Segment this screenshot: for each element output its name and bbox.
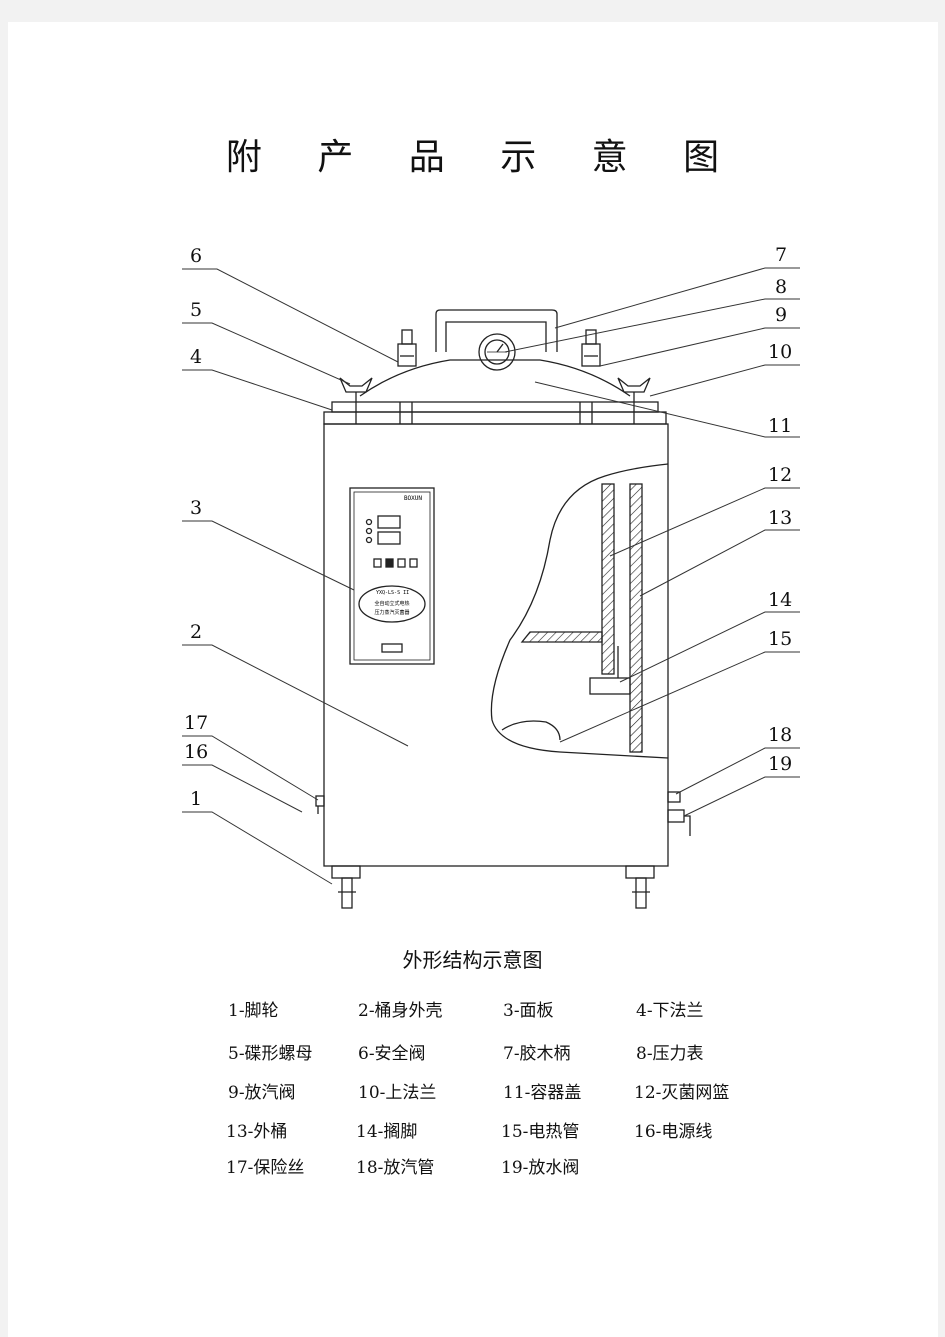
control-panel	[349, 487, 435, 665]
panel-desc-line1: 全自动立式电热	[374, 600, 409, 607]
callout-15: 15	[768, 628, 792, 650]
cutaway-window	[490, 463, 669, 759]
legend-item: 10-上法兰	[358, 1083, 437, 1103]
legend-item: 3-面板	[503, 1001, 554, 1021]
legend-item: 4-下法兰	[636, 1001, 704, 1021]
safety-valve	[397, 329, 417, 367]
callout-19: 19	[768, 753, 792, 775]
legend-item: 9-放汽阀	[228, 1083, 296, 1103]
leader-lines	[182, 267, 800, 885]
legend-item: 14-搁脚	[356, 1122, 418, 1142]
document-sheet	[8, 22, 938, 1337]
fuse-holder	[315, 795, 325, 807]
legend-item: 11-容器盖	[503, 1083, 582, 1103]
legend-item: 18-放汽管	[356, 1158, 435, 1178]
callout-7: 7	[775, 244, 787, 266]
callout-14: 14	[768, 589, 792, 611]
legend-item: 6-安全阀	[358, 1044, 426, 1064]
panel-brand: BOXUN	[404, 495, 422, 502]
bakelite-handle	[435, 309, 558, 352]
caster-right	[625, 865, 655, 909]
sterilization-basket-floor	[520, 631, 603, 643]
callout-10: 10	[768, 341, 792, 363]
barrel-outer-shell	[323, 423, 669, 867]
heating-tube	[501, 720, 561, 741]
support-foot	[589, 677, 631, 695]
legend-item: 16-电源线	[634, 1122, 713, 1142]
callout-12: 12	[768, 464, 792, 486]
wing-nut-left	[339, 377, 373, 402]
callout-4: 4	[190, 346, 202, 368]
legend-item: 8-压力表	[636, 1044, 704, 1064]
upper-flange	[331, 401, 659, 413]
legend-item: 17-保险丝	[226, 1158, 305, 1178]
callout-2: 2	[190, 621, 202, 643]
callout-3: 3	[190, 497, 202, 519]
page-title: 附 产 品 示 意 图	[225, 137, 742, 178]
outer-barrel-wall-right	[629, 483, 643, 753]
lower-flange	[323, 411, 667, 425]
callout-9: 9	[775, 304, 787, 326]
callout-1: 1	[190, 788, 202, 810]
legend-item: 19-放水阀	[501, 1158, 580, 1178]
legend-item: 7-胶木柄	[503, 1044, 571, 1064]
callout-13: 13	[768, 507, 792, 529]
vent-pipe	[667, 791, 681, 803]
wing-nut-right	[617, 377, 651, 402]
legend-item: 13-外桶	[226, 1122, 288, 1142]
panel-desc-line2: 压力蒸汽灭菌器	[374, 609, 409, 616]
callout-11: 11	[768, 415, 792, 437]
callout-16: 16	[184, 741, 208, 763]
callout-5: 5	[190, 299, 202, 321]
legend-item: 2-桶身外壳	[358, 1001, 443, 1021]
vent-valve	[581, 329, 601, 367]
legend-item: 12-灭菌网篮	[634, 1083, 730, 1103]
callout-17: 17	[184, 712, 208, 734]
drain-valve	[667, 809, 691, 836]
callout-18: 18	[768, 724, 792, 746]
outer-barrel-wall-left	[601, 483, 615, 675]
legend-item: 15-电热管	[501, 1122, 580, 1142]
legend-item: 5-碟形螺母	[228, 1044, 313, 1064]
pressure-gauge	[478, 333, 516, 371]
diagram-caption: 外形结构示意图	[402, 948, 543, 972]
panel-model: YXQ-LS-S II	[376, 590, 409, 596]
caster-left	[331, 865, 361, 909]
callout-6: 6	[190, 245, 202, 267]
vessel-lid	[359, 359, 631, 397]
legend-item: 1-脚轮	[228, 1001, 279, 1021]
callout-8: 8	[775, 276, 787, 298]
